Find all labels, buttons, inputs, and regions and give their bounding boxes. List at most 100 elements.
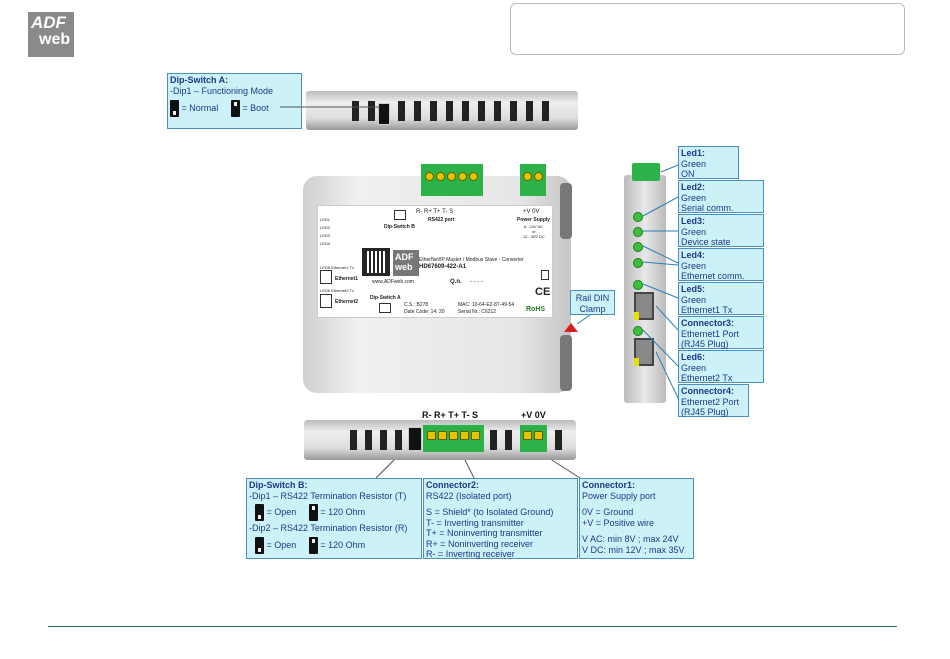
dip-a-boot: = Boot [242, 102, 269, 113]
label-ce: CE [535, 286, 551, 298]
dip-b-dip2: -Dip2 – RS422 Termination Resistor (R) [249, 523, 408, 533]
dip-120ohm-icon [308, 504, 318, 521]
bottom-rs-pins: R- R+ T+ T- S [422, 410, 479, 420]
side-power-terminal [632, 163, 660, 181]
label-led3: LED3 [320, 233, 331, 238]
conn1-sub: Power Supply port [582, 490, 656, 501]
label-eth1: Ethernet1 [335, 276, 359, 282]
label-pwr-pins: +V 0V [523, 209, 540, 215]
side-callout-conn3-l2: (RJ45 Plug) [681, 339, 729, 349]
dip-a-row: = Normal = Boot [170, 100, 299, 117]
label-dipa-box [379, 303, 391, 313]
conn2-l5: R- = Inverting receiver [426, 549, 515, 559]
title-box [510, 3, 905, 55]
conn1-l4: V DC: min 12V ; max 35V [582, 544, 685, 555]
device-label: R- R+ T+ T- S RS422 port +V 0V Power Sup… [317, 205, 553, 318]
label-eth2-port [320, 294, 332, 308]
side-callout-led1-l1: Green [681, 158, 707, 169]
footer-divider [48, 626, 897, 627]
label-url: www.ADFweb.com [372, 279, 414, 285]
label-top-pins: R- R+ T+ T- S [416, 209, 454, 215]
side-led3-icon [633, 242, 643, 252]
conn2-l1: S = Shield* (to Isolated Ground) [426, 507, 554, 517]
side-callout-led5-l1: Green [681, 294, 707, 305]
label-led4: LED4 [320, 241, 331, 246]
side-callout-led4-title: Led4: [681, 250, 706, 260]
side-led6-icon [633, 326, 643, 336]
rail-line1: Rail DIN [575, 293, 610, 303]
side-callout-led2: Led2: Green Serial comm. [678, 180, 764, 213]
label-desc: EtherNet/IP Master / Modbus Slave - Conv… [419, 257, 524, 263]
side-callout-led5-title: Led5: [681, 284, 706, 294]
conn2-l3: T+ = Noninverting transmitter [426, 528, 543, 538]
label-cs: C.S.: B278 [404, 302, 429, 308]
side-callout-led3-l2: Device state [681, 237, 731, 247]
side-callout-led6-title: Led6: [681, 352, 706, 362]
rail-din-callout: Rail DIN Clamp [570, 290, 615, 315]
label-brand-logo: ADF web [393, 250, 419, 276]
dip-b-row1: = Open = 120 Ohm [255, 504, 419, 521]
side-callout-led5-l2: Ethernet1 Tx [681, 305, 733, 315]
label-brand2: web [395, 262, 413, 272]
side-callout-led1-l2: ON [681, 169, 695, 179]
label-eth2: Ethernet2 [335, 299, 359, 305]
weee-icon [541, 270, 549, 280]
dip-b-dip1: -Dip1 – RS422 Termination Resistor (T) [249, 490, 407, 501]
conn2-l4: R+ = Noninverting receiver [426, 538, 534, 549]
side-callout-conn3-title: Connector3: [681, 318, 735, 328]
device-clip-bottom [560, 335, 572, 391]
label-qn: Q.n. [450, 279, 462, 285]
logo-text-web: web [39, 31, 71, 48]
conn1-l1: 0V = Ground [582, 507, 634, 517]
dip-a-normal: = Normal [181, 102, 219, 113]
side-callout-led4-l1: Green [681, 260, 707, 271]
side-callout-led2-title: Led2: [681, 182, 706, 192]
side-eth1-port [634, 292, 654, 320]
dip-a-line1: -Dip1 – Functioning Mode [170, 85, 274, 96]
dip-b-ohm2: = 120 Ohm [320, 539, 366, 550]
label-dipb: Dip-Switch B [384, 224, 415, 230]
side-eth2-port [634, 338, 654, 366]
side-callout-led3-title: Led3: [681, 216, 706, 226]
side-callout-led6-l1: Green [681, 362, 707, 373]
logo-text-adf: ADF [31, 13, 66, 32]
label-rohs: RoHS [526, 306, 546, 313]
label-dipb-box [394, 210, 406, 220]
dip-b-open2: = Open [266, 539, 297, 550]
side-callout-led3: Led3: Green Device state [678, 214, 764, 247]
label-mac: MAC: 10-64-E2-87-49-54 [458, 302, 515, 308]
side-callout-led4-l2: Ethernet comm. [681, 271, 745, 281]
side-callout-conn4: Connector4: Ethernet2 Port (RJ45 Plug) [678, 384, 749, 417]
conn1-title: Connector1: [582, 480, 636, 490]
side-callout-conn3-l1: Ethernet1 Port [681, 328, 740, 339]
conn2-l2: T- = Inverting transmitter [426, 517, 524, 528]
dip-switch-b-bottom [408, 427, 422, 451]
dip-switch-b-callout: Dip-Switch B: -Dip1 – RS422 Termination … [246, 478, 422, 559]
side-callout-conn4-l2: (RJ45 Plug) [681, 407, 729, 417]
connector1-callout: Connector1: Power Supply port 0V = Groun… [579, 478, 694, 559]
connector2-callout: Connector2: RS422 (Isolated port) S = Sh… [423, 478, 578, 559]
side-callout-led2-l2: Serial comm. [681, 203, 734, 213]
dip-open-icon-2 [255, 536, 264, 554]
label-rs422: RS422 port [428, 217, 455, 223]
label-serial: Serial Nr.: C6212 [458, 309, 497, 315]
label-pwr-ac: 8...24V AC [524, 224, 544, 229]
label-dipa: Dip-Switch A [370, 295, 401, 301]
side-callout-led3-l1: Green [681, 226, 707, 237]
conn1-l3: V AC: min 8V ; max 24V [582, 534, 679, 544]
rail-clamp-arrow [564, 323, 578, 332]
dip-b-ohm1: = 120 Ohm [320, 506, 366, 517]
dip-switch-a-callout: Dip-Switch A: -Dip1 – Functioning Mode =… [167, 73, 302, 129]
dip-b-title: Dip-Switch B: [249, 480, 308, 490]
dip-a-title: Dip-Switch A: [170, 75, 229, 85]
side-callout-conn4-l1: Ethernet2 Port [681, 396, 740, 407]
device-clip-top [560, 183, 572, 239]
conn2-title: Connector2: [426, 480, 480, 490]
label-brand: ADF [395, 252, 414, 262]
dip-120ohm-icon-2 [308, 536, 318, 554]
dip-open-icon [255, 504, 264, 521]
dip-b-row2: = Open = 120 Ohm [255, 536, 419, 554]
qr-code [362, 248, 390, 276]
side-eth2-led [634, 358, 639, 366]
